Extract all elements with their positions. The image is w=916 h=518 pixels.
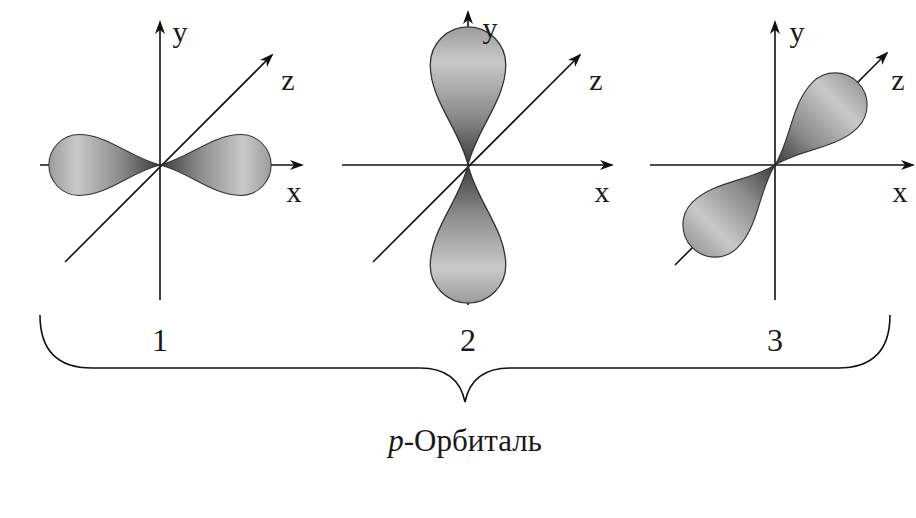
axis-label: z: [281, 65, 294, 95]
callout-number: 2: [460, 324, 476, 356]
axis-label: y: [173, 17, 188, 47]
axis-label: z: [589, 65, 602, 95]
callout-number: 1: [152, 324, 168, 356]
py-orbital: [430, 27, 506, 303]
axis-label: x: [595, 177, 610, 207]
axis-label: y: [790, 17, 805, 47]
pz-orbital: [670, 60, 881, 271]
axis-label: x: [893, 177, 908, 207]
callout-number: 3: [767, 324, 783, 356]
px-orbital: [49, 135, 271, 196]
y-axis: [159, 22, 161, 300]
x-axis: [342, 164, 612, 166]
curly-brace: [40, 315, 890, 402]
caption: p-Орбиталь: [388, 425, 542, 456]
axis-label: z: [891, 65, 904, 95]
y-axis: [774, 22, 776, 300]
x-axis: [650, 164, 913, 166]
axis-label: x: [287, 177, 302, 207]
axis-label: y: [483, 13, 498, 43]
